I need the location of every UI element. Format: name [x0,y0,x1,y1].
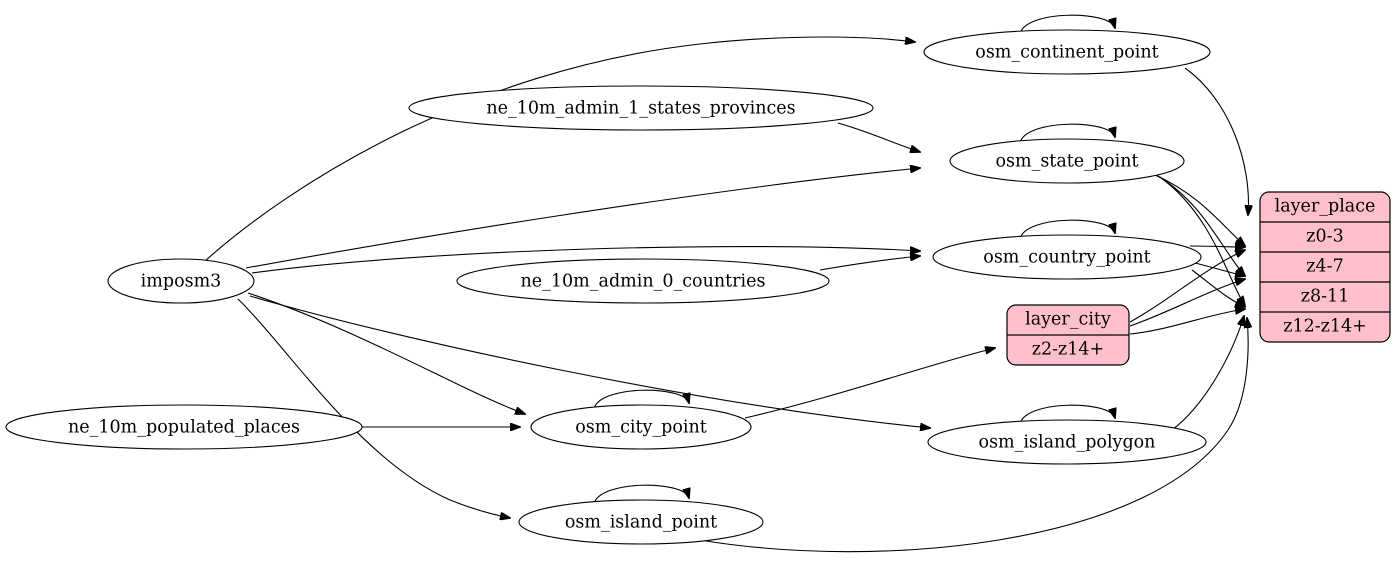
record-layer-place-row-z4-7[interactable]: z4-7 [1306,257,1343,277]
node-imposm3[interactable]: imposm3 [107,258,255,304]
node-ne-10m-admin-1-states-provinces[interactable]: ne_10m_admin_1_states_provinces [408,85,874,131]
node-ne-countries-label: ne_10m_admin_0_countries [521,272,766,292]
edge-self-osm-island-polygon [1019,404,1115,425]
edge-osm-state-point-layer-place-z12-z14 [1159,176,1245,306]
node-osm-island-point-label: osm_island_point [565,513,717,533]
edge-self-osm-country-point [1019,219,1115,240]
record-layer: layer_city z2-z14+ layer_place z0-3 z4-7… [1006,191,1391,366]
edge-ne-states-osm-state-point [837,122,920,152]
node-osm-city-point[interactable]: osm_city_point [530,404,752,450]
record-layer-place-header: layer_place [1275,197,1376,217]
edge-imposm3-osm-continent-point [204,36,915,262]
node-imposm3-label: imposm3 [141,272,222,292]
edge-imposm3-osm-country-point [251,245,920,274]
edge-imposm3-osm-city-point [247,292,525,414]
edge-imposm3-osm-state-point [245,168,920,269]
edge-osm-country-point-layer-place-z8-11 [1194,262,1245,276]
edge-layer-city-layer-place-z4-7 [1129,250,1245,323]
record-layer-city-row-z2-z14[interactable]: z2-z14+ [1032,340,1104,360]
edge-osm-island-polygon-layer-place-z12-z14 [1171,316,1244,431]
node-osm-city-point-label: osm_city_point [575,418,707,438]
edge-layer [204,14,1248,553]
edge-layer-city-layer-place-z12-z14 [1129,309,1245,335]
node-ne-10m-populated-places[interactable]: ne_10m_populated_places [5,404,363,450]
node-osm-island-polygon[interactable]: osm_island_polygon [927,419,1207,465]
edge-imposm3-osm-island-polygon [249,295,930,428]
edge-self-osm-state-point [1019,123,1115,144]
edge-self-osm-island-point [593,484,689,505]
node-osm-state-point-label: osm_state_point [995,152,1138,172]
record-layer-place[interactable]: layer_place z0-3 z4-7 z8-11 z12-z14+ [1259,191,1391,343]
edge-osm-continent-point-layer-place-z0-3 [1184,67,1248,215]
node-osm-continent-point[interactable]: osm_continent_point [923,29,1211,75]
record-layer-place-row-z8-11[interactable]: z8-11 [1301,287,1350,307]
edge-osm-state-point-layer-place-z4-7 [1154,174,1245,246]
node-osm-island-point[interactable]: osm_island_point [518,499,764,545]
node-ne-10m-admin-0-countries[interactable]: ne_10m_admin_0_countries [456,258,830,304]
edge-osm-country-point-layer-place-z4-7 [1189,246,1245,247]
edge-osm-island-point-layer-place-z12-z14 [699,318,1248,553]
node-osm-continent-point-label: osm_continent_point [975,43,1158,63]
record-layer-place-row-z0-3[interactable]: z0-3 [1306,227,1343,247]
edge-osm-state-point-layer-place-z8-11 [1157,175,1245,276]
node-ne-states-label: ne_10m_admin_1_states_provinces [486,99,795,119]
node-ne-places-label: ne_10m_populated_places [68,418,300,438]
edge-imposm3-osm-island-point [237,298,510,518]
edge-self-osm-continent-point [1019,14,1115,35]
node-osm-state-point[interactable]: osm_state_point [949,138,1185,184]
record-layer-place-row-z12-z14[interactable]: z12-z14+ [1283,317,1367,337]
node-osm-country-point[interactable]: osm_country_point [932,234,1202,280]
record-layer-city[interactable]: layer_city z2-z14+ [1006,304,1130,366]
node-osm-country-point-label: osm_country_point [983,248,1150,268]
record-layer-city-header: layer_city [1025,310,1111,330]
edge-self-osm-city-point [593,389,689,410]
edge-osm-city-point-layer-city [744,348,995,419]
edge-ne-countries-osm-country-point [819,256,920,271]
edge-layer-city-layer-place-z8-11 [1129,279,1245,327]
edge-osm-country-point-layer-place-z12-z14 [1191,269,1245,307]
node-layer: imposm3 ne_10m_admin_1_states_provinces … [5,29,1211,545]
node-osm-island-polygon-label: osm_island_polygon [979,433,1156,453]
